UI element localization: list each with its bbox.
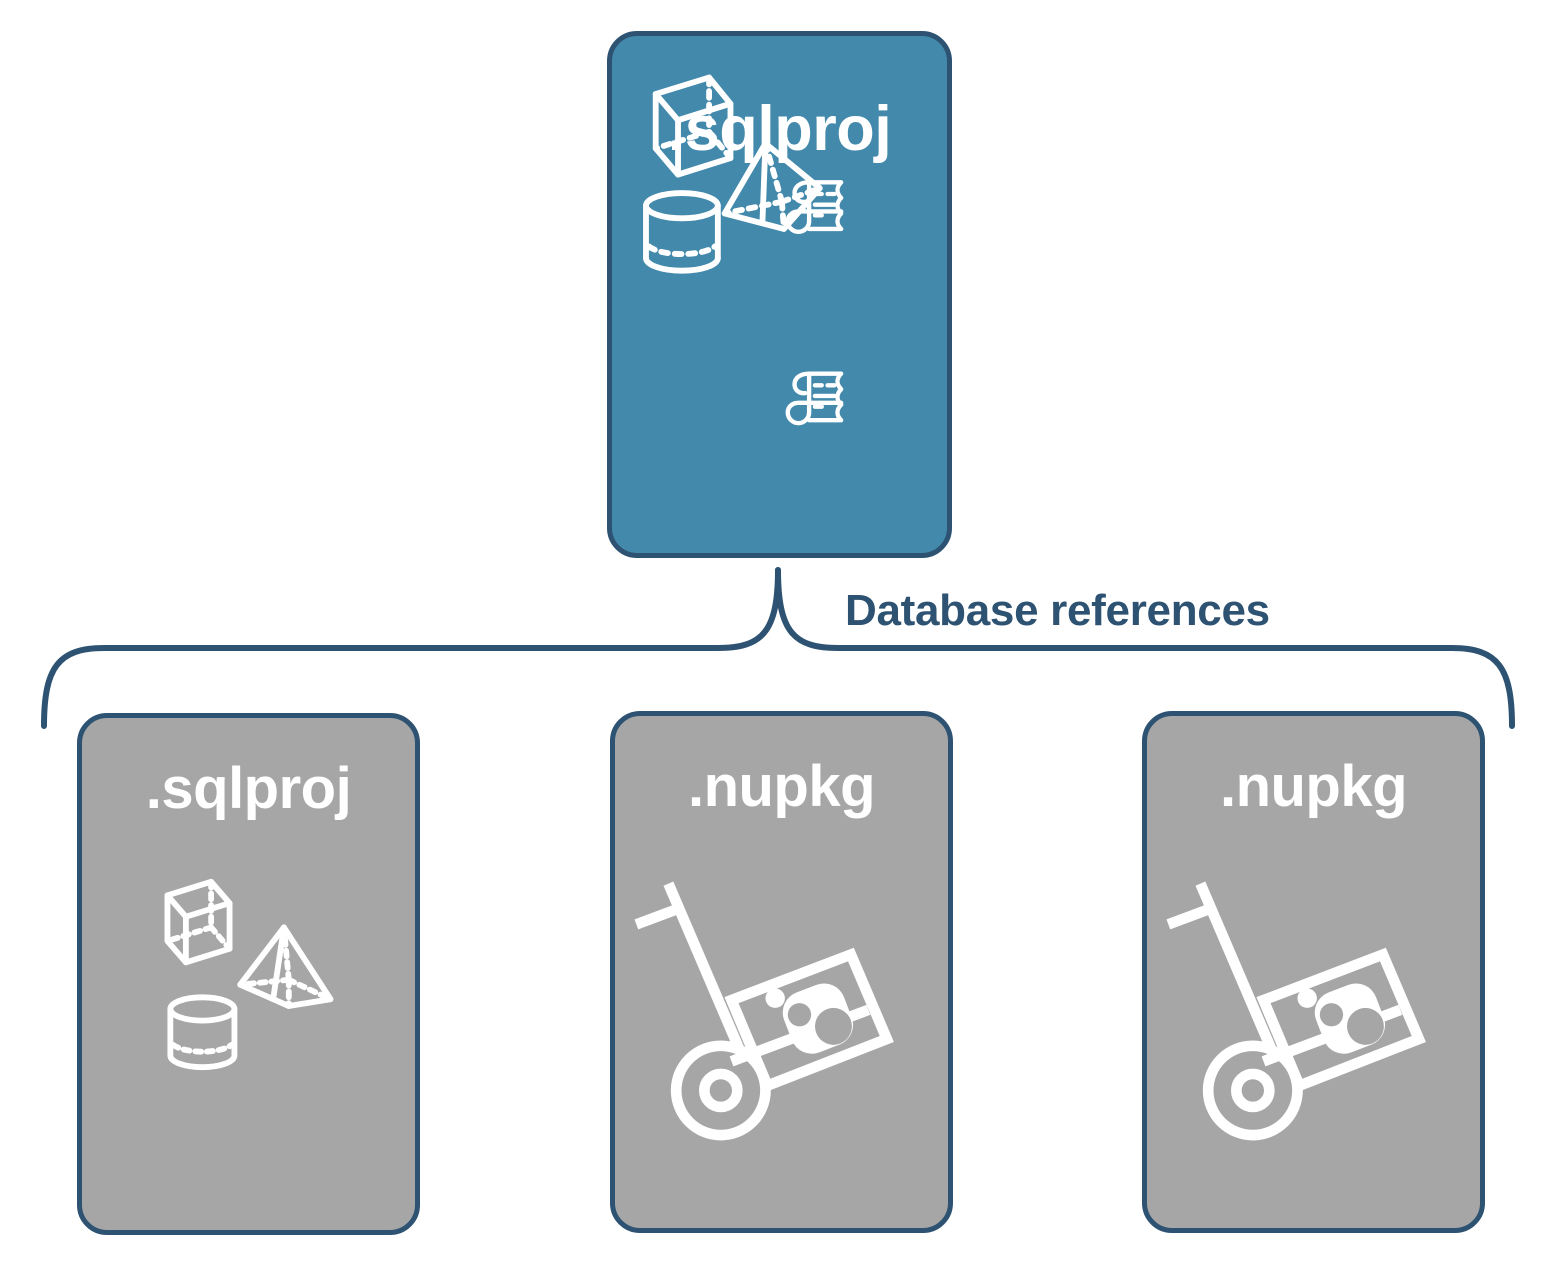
cube-icon: [164, 878, 233, 966]
node-root-sqlproj[interactable]: .sqlproj: [607, 31, 952, 558]
cylinder-icon: [167, 994, 238, 1071]
node-root-label: .sqlproj: [667, 94, 892, 164]
node-reference-label: .nupkg: [1219, 754, 1408, 819]
nuget-dots-cutout: [1319, 1003, 1384, 1045]
nuget-dots-icon: [1297, 983, 1386, 1054]
script-scroll-icon: [785, 371, 844, 426]
pyramid-icon: [237, 924, 334, 1009]
node-reference-label: .sqlproj: [145, 756, 352, 821]
node-reference-sqlproj[interactable]: .sqlproj: [77, 713, 420, 1235]
script-scroll-icon: [785, 180, 844, 235]
node-reference-nupkg-2[interactable]: .nupkg: [1142, 711, 1485, 1233]
hand-truck-package-icon: [634, 881, 894, 1141]
brace-right-half: [775, 567, 1515, 729]
nuget-dots-icon: [765, 983, 854, 1054]
node-reference-nupkg-1[interactable]: .nupkg: [610, 711, 953, 1233]
curly-brace-connector: [41, 567, 1515, 729]
node-reference-label: .nupkg: [687, 754, 876, 819]
cylinder-icon: [643, 190, 721, 274]
connector-label: Database references: [845, 586, 1270, 635]
hand-truck-package-icon: [1166, 881, 1426, 1141]
nuget-dots-cutout: [787, 1003, 852, 1045]
brace-left-half: [41, 567, 781, 729]
